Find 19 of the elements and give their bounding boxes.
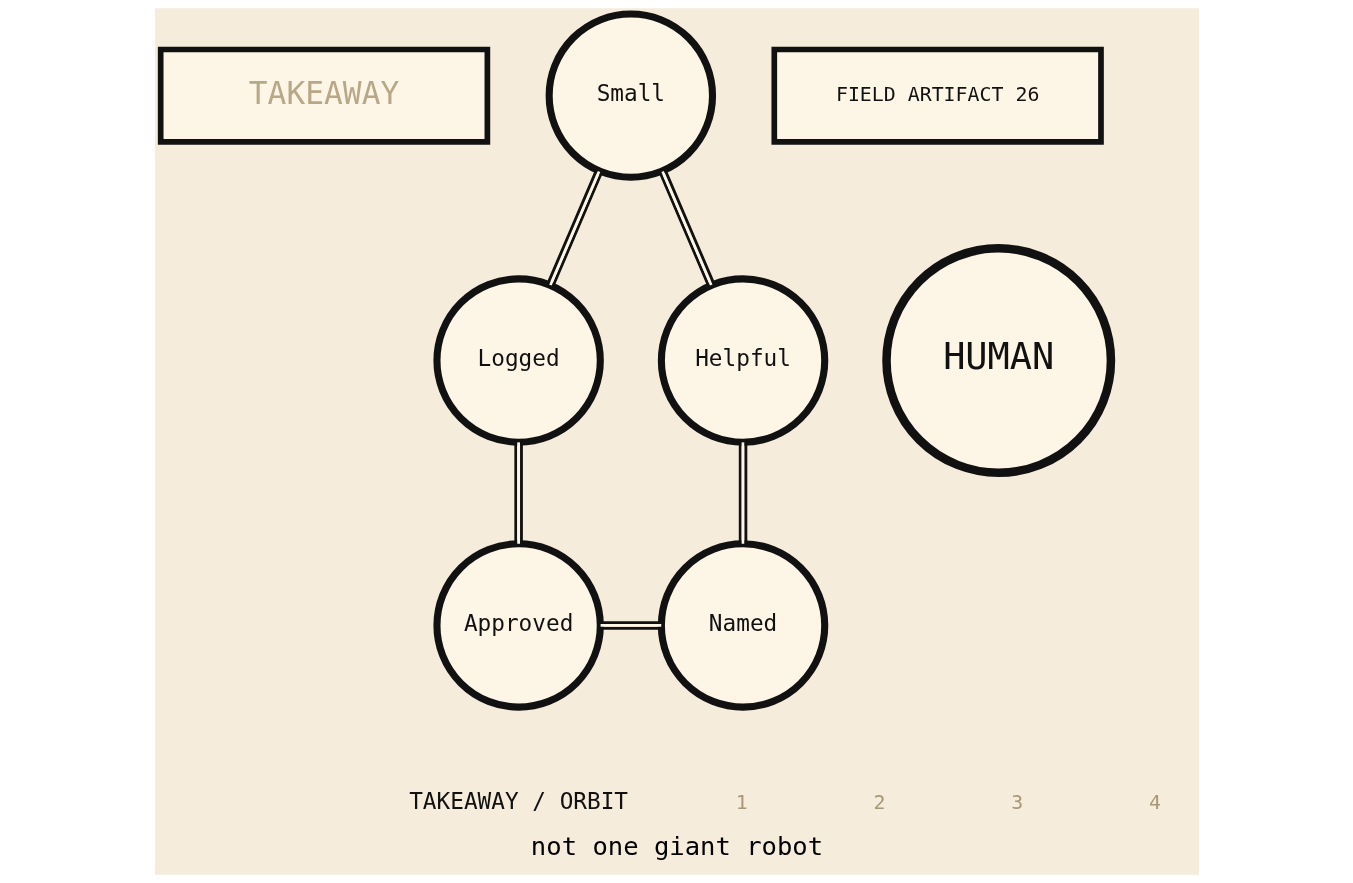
node-box: TAKEAWAY (157, 46, 490, 145)
node-circle: Named (657, 540, 828, 711)
connector (513, 442, 523, 544)
connector (600, 621, 661, 630)
label: 1 (735, 790, 748, 814)
label: 3 (1010, 790, 1023, 814)
node-circle: Approved (432, 540, 604, 711)
node-circle: Helpful (657, 275, 828, 446)
node-circle: Small (545, 10, 716, 181)
node-circle: Logged (432, 275, 604, 446)
node-box: FIELD ARTIFACT 26 (770, 46, 1104, 145)
label: TAKEAWAY / ORBIT (408, 788, 628, 815)
connector (545, 169, 603, 287)
connector (658, 169, 715, 287)
node-circle: HUMAN (881, 244, 1115, 477)
label: 2 (872, 790, 885, 814)
label: 4 (1148, 790, 1161, 814)
caption: not one giant robot (530, 831, 823, 862)
connector (738, 442, 747, 544)
